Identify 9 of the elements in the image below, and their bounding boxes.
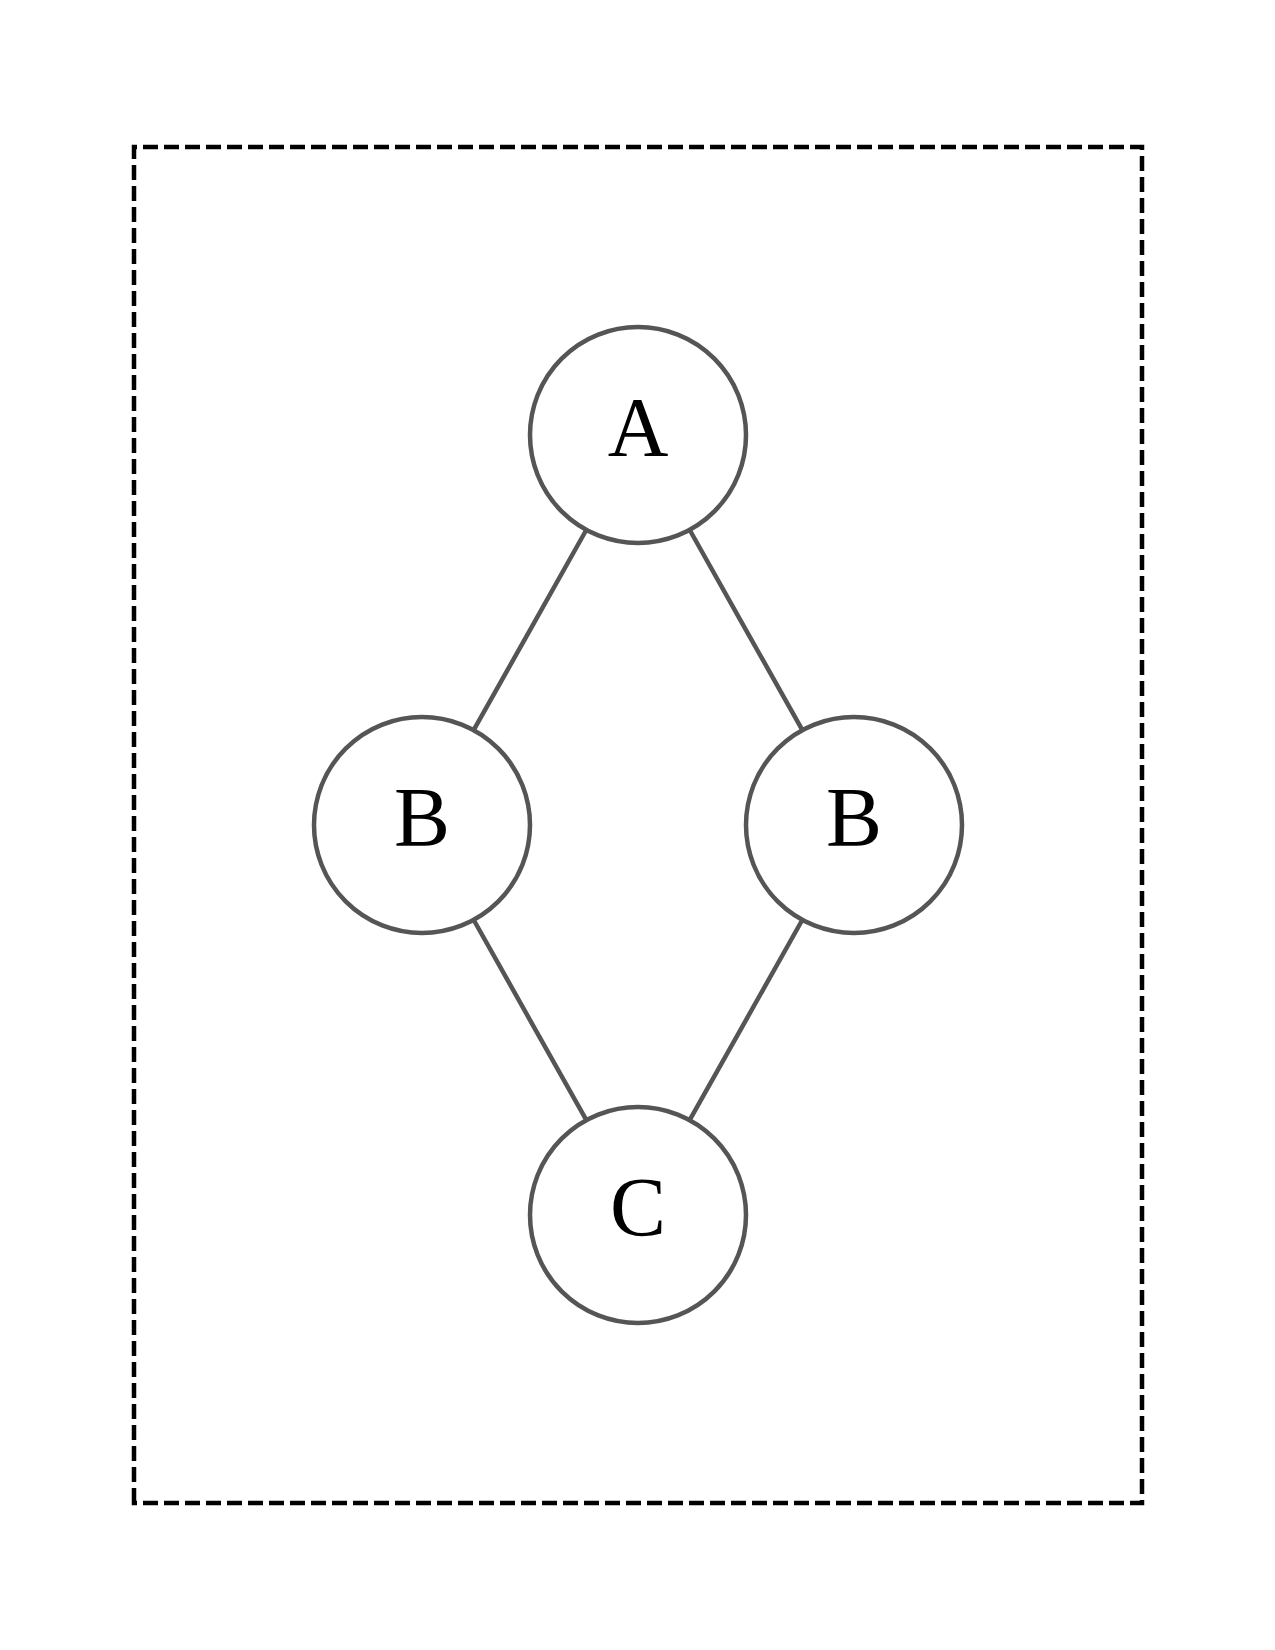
connector xyxy=(687,918,804,1121)
connector xyxy=(471,528,588,731)
node-circle: B xyxy=(311,714,532,936)
node-circle: B xyxy=(743,714,964,936)
node-circle: C xyxy=(527,1104,748,1326)
connector xyxy=(687,528,804,731)
connector xyxy=(471,918,588,1121)
node-circle: A xyxy=(527,324,748,546)
cluster xyxy=(131,144,1144,1506)
